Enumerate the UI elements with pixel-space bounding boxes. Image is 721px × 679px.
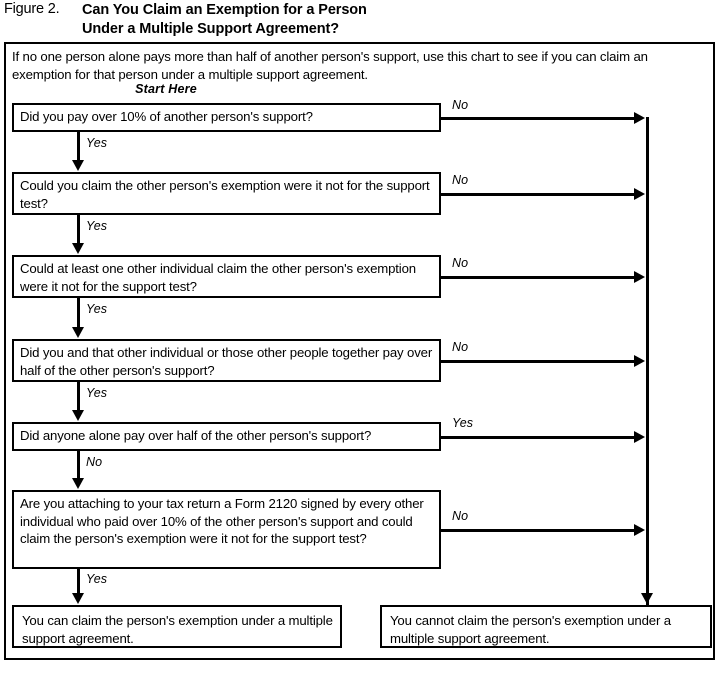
edge-label-q6-no: No [452,509,469,523]
page-title: Can You Claim an Exemption for a Person … [82,2,367,37]
decision-box-4-text: Did you and that other individual or tho… [20,345,433,378]
arrowhead-q4-q5 [72,410,84,421]
arrowhead-q6-yes-result [72,593,84,604]
decision-box-4[interactable]: Did you and that other individual or tho… [12,339,441,382]
result-box-can-claim-text: You can claim the person's exemption und… [22,613,333,646]
decision-box-3-text: Could at least one other individual clai… [20,261,416,294]
decision-box-6[interactable]: Are you attaching to your tax return a F… [12,490,441,569]
decision-box-2-text: Could you claim the other person's exemp… [20,178,430,211]
decision-box-6-text: Are you attaching to your tax return a F… [20,496,424,546]
connector-q4-no [441,360,635,363]
start-here-label: Start Here [135,82,197,96]
connector-q5-yes [441,436,635,439]
edge-label-q5-yes: Yes [452,416,474,430]
edge-label-q5-no: No [86,455,103,469]
connector-q6-no [441,529,635,532]
arrowhead-q1-no [634,112,645,124]
edge-label-q1-yes: Yes [86,136,108,150]
figure-label: Figure 2. [4,1,60,17]
edge-label-q3-no: No [452,256,469,270]
edge-label-q1-no: No [452,98,469,112]
arrowhead-q3-no [634,271,645,283]
result-box-cannot-claim-text: You cannot claim the person's exemption … [390,613,671,646]
edge-label-q3-yes: Yes [86,302,108,316]
result-box-cannot-claim[interactable]: You cannot claim the person's exemption … [380,605,712,648]
edge-label-q4-yes: Yes [86,386,108,400]
edge-label-q4-no: No [452,340,469,354]
connector-q5-q6 [77,451,80,479]
arrowhead-q5-yes [634,431,645,443]
arrowhead-q2-no [634,188,645,200]
connector-q4-q5 [77,382,80,411]
connector-q2-q3 [77,215,80,244]
decision-box-1[interactable]: Did you pay over 10% of another person's… [12,103,441,132]
result-box-can-claim[interactable]: You can claim the person's exemption und… [12,605,342,648]
arrowhead-q2-q3 [72,243,84,254]
connector-q3-q4 [77,298,80,328]
arrowhead-q4-no [634,355,645,367]
arrowhead-q1-q2 [72,160,84,171]
arrowhead-q6-no [634,524,645,536]
right-spine [646,117,649,606]
decision-box-3[interactable]: Could at least one other individual clai… [12,255,441,298]
decision-box-2[interactable]: Could you claim the other person's exemp… [12,172,441,215]
decision-box-1-text: Did you pay over 10% of another person's… [20,109,313,124]
arrowhead-q3-q4 [72,327,84,338]
connector-q3-no [441,276,635,279]
decision-box-5[interactable]: Did anyone alone pay over half of the ot… [12,422,441,451]
edge-label-q6-yes: Yes [86,572,108,586]
arrowhead-spine-no-result [641,593,653,604]
connector-q1-q2 [77,132,80,161]
connector-q2-no [441,193,635,196]
intro-text: If no one person alone pays more than ha… [12,49,648,82]
connector-q6-yes-result [77,569,80,594]
arrowhead-q5-q6 [72,478,84,489]
connector-q1-no [441,117,635,120]
decision-box-5-text: Did anyone alone pay over half of the ot… [20,428,372,443]
edge-label-q2-yes: Yes [86,219,108,233]
edge-label-q2-no: No [452,173,469,187]
